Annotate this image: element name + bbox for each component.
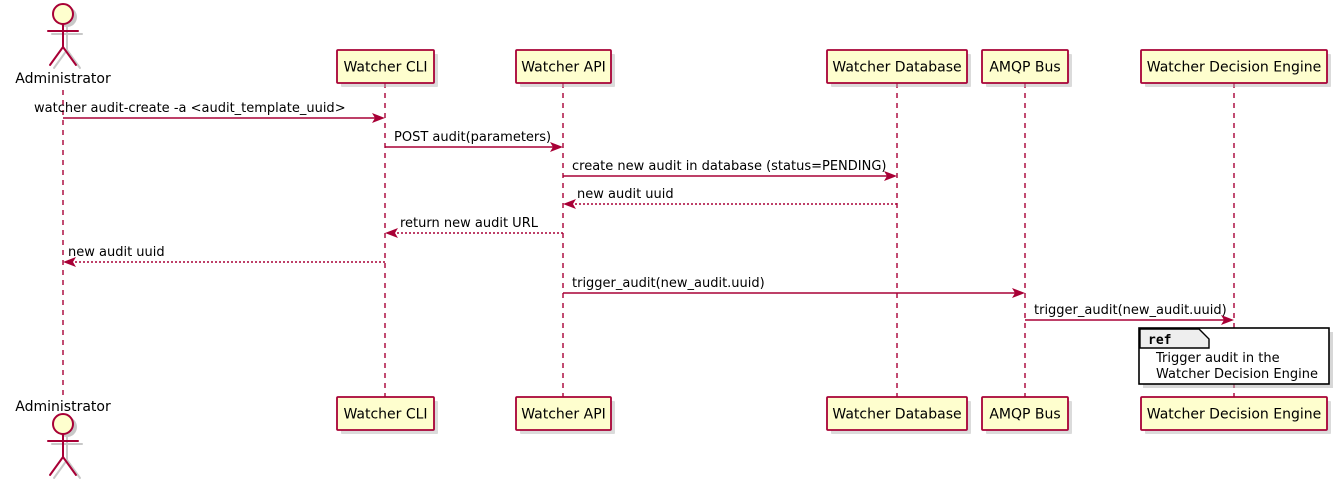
participant-box-amqp-bottom[interactable]: AMQP Bus [981,396,1072,434]
participant-label-db: Watcher Database [832,60,961,76]
message-label: trigger_audit(new_audit.uuid) [1034,303,1227,318]
participant-label-db: Watcher Database [832,407,961,423]
message-3: create new audit in database (status=PEN… [563,159,897,181]
message-label: new audit uuid [577,187,674,202]
participant-box-api-top[interactable]: Watcher API [515,49,615,87]
participant-label-api: Watcher API [521,60,606,76]
arrowhead-right-icon [1012,288,1025,298]
actor-head-icon [52,413,74,435]
participant-label-api: Watcher API [521,407,606,423]
message-6: new audit uuid [63,245,385,267]
participant-label-engine: Watcher Decision Engine [1147,60,1321,76]
actor-leg-right [62,46,77,66]
arrowhead-right-icon [1221,315,1234,325]
message-label: new audit uuid [68,245,165,260]
participant-box-cli-top[interactable]: Watcher CLI [336,49,438,87]
message-label: return new audit URL [400,216,539,231]
actor-label-admin-bottom: Administrator [15,399,111,415]
participant-label-amqp: AMQP Bus [989,60,1060,76]
participant-box-cli-bottom[interactable]: Watcher CLI [336,396,438,434]
message-8: trigger_audit(new_audit.uuid) [1025,303,1234,325]
message-5: return new audit URL [385,216,563,238]
message-label: create new audit in database (status=PEN… [572,159,887,174]
ref-block-line-1: Trigger audit in the [1155,351,1280,366]
message-7: trigger_audit(new_audit.uuid) [563,276,1025,298]
participant-box-amqp-top[interactable]: AMQP Bus [981,49,1072,87]
arrowhead-right-icon [550,142,563,152]
actor-admin-top: Administrator [15,3,111,87]
actor-head-icon [52,3,74,25]
actor-admin-bottom: Administrator [15,399,111,479]
participant-label-amqp: AMQP Bus [989,407,1060,423]
participant-box-engine-top[interactable]: Watcher Decision Engine [1140,49,1331,87]
actor-label-admin-top: Administrator [15,71,111,87]
actor-leg-left [49,46,64,66]
message-label: watcher audit-create -a <audit_template_… [34,101,346,116]
arrowhead-left-icon [63,257,76,267]
participant-box-engine-bottom[interactable]: Watcher Decision Engine [1140,396,1331,434]
message-2: POST audit(parameters) [385,130,563,152]
arrowhead-right-icon [884,171,897,181]
participant-label-cli: Watcher CLI [343,407,427,423]
ref-block-tab [1139,328,1210,349]
ref-block-line-2: Watcher Decision Engine [1156,367,1318,382]
participant-box-api-bottom[interactable]: Watcher API [515,396,615,434]
actor-leg-right [62,456,77,476]
message-1: watcher audit-create -a <audit_template_… [34,101,385,123]
arrowhead-left-icon [385,228,398,238]
participant-box-db-top[interactable]: Watcher Database [826,49,971,87]
actor-leg-left [49,456,64,476]
arrowhead-right-icon [372,113,385,123]
participant-label-cli: Watcher CLI [343,60,427,76]
message-label: trigger_audit(new_audit.uuid) [572,276,765,291]
message-4: new audit uuid [563,187,897,209]
lifelines-group [62,83,1235,399]
ref-block: ref Trigger audit in the Watcher Decisio… [1138,327,1333,388]
message-label: POST audit(parameters) [394,130,551,145]
participant-box-db-bottom[interactable]: Watcher Database [826,396,971,434]
ref-block-tab-label: ref [1148,333,1171,348]
arrowhead-left-icon [563,199,576,209]
participant-label-engine: Watcher Decision Engine [1147,407,1321,423]
